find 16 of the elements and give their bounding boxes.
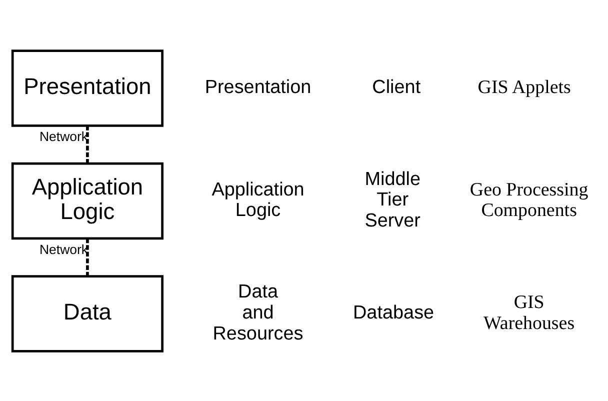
node-box: Presentation bbox=[11, 49, 164, 126]
edge-label: Network bbox=[39, 241, 88, 256]
node-box: Data bbox=[11, 274, 164, 352]
label: Data and Resources bbox=[212, 281, 304, 344]
label: GIS Warehouses bbox=[484, 292, 575, 334]
label: GIS Applets bbox=[478, 76, 571, 98]
connector bbox=[86, 238, 89, 276]
label: Database bbox=[353, 302, 434, 324]
label: Middle Tier Server bbox=[364, 168, 421, 232]
label: Presentation bbox=[204, 76, 312, 98]
connector bbox=[86, 125, 89, 163]
edge-label: Network bbox=[39, 128, 88, 144]
label: Client bbox=[372, 76, 421, 98]
label: Application Logic bbox=[212, 178, 304, 221]
label: Geo Processing Components bbox=[470, 178, 588, 221]
node-box: Application Logic bbox=[11, 162, 164, 240]
